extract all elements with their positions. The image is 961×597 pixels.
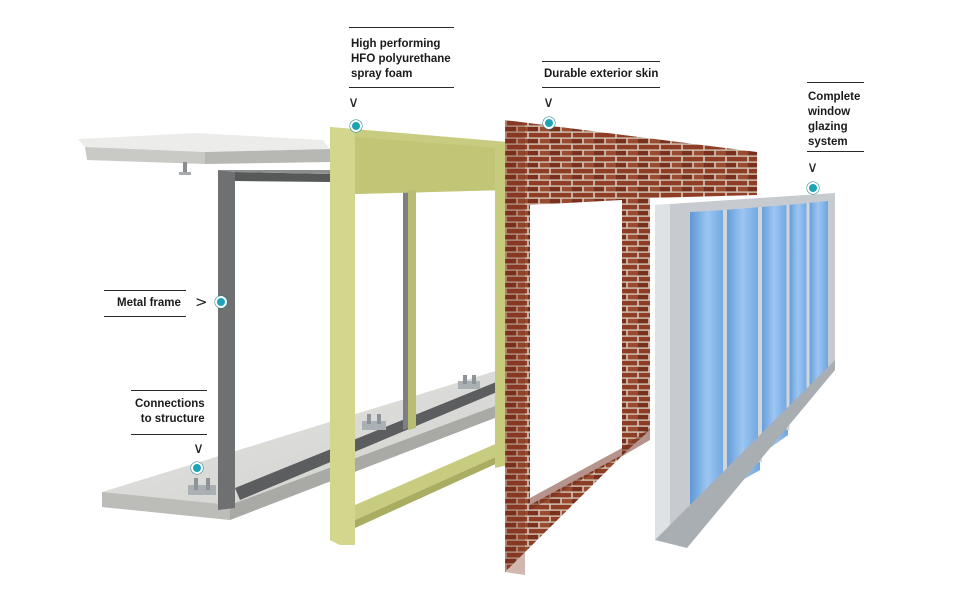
callout-metal-top-rule <box>104 290 186 291</box>
callout-foam-label: High performing HFO polyurethane spray f… <box>351 38 451 80</box>
chevron-down-icon: ∨ <box>543 93 554 111</box>
callout-foam: High performing HFO polyurethane spray f… <box>349 27 454 97</box>
callout-dot-icon <box>191 462 203 474</box>
brick-exterior-skin <box>505 120 757 575</box>
callout-connections: Connections to structure <box>131 390 207 436</box>
upper-concrete-slab <box>78 133 330 175</box>
callout-metal-bottom-rule <box>104 316 186 317</box>
callout-connections-bottom-rule <box>131 434 207 435</box>
chevron-down-icon: ∨ <box>193 439 204 457</box>
callout-skin-top-rule <box>542 61 660 62</box>
chevron-down-icon: ∨ <box>348 93 359 111</box>
callout-dot-icon <box>543 117 555 129</box>
callout-skin: Durable exterior skin <box>542 61 660 89</box>
callout-foam-top-rule <box>349 27 454 28</box>
callout-foam-bottom-rule <box>349 87 454 88</box>
callout-glazing-bottom-rule <box>807 151 864 152</box>
callout-dot-icon <box>807 182 819 194</box>
callout-skin-bottom-rule <box>542 87 660 88</box>
window-glazing-system <box>655 193 835 548</box>
callout-metal: Metal frame <box>104 290 186 318</box>
callout-metal-label: Metal frame <box>117 297 181 309</box>
callout-connections-top-rule <box>131 390 207 391</box>
chevron-down-icon: ∨ <box>807 158 818 176</box>
callout-dot-icon <box>215 296 227 308</box>
callout-dot-icon <box>350 120 362 132</box>
chevron-right-icon: > <box>195 293 208 311</box>
clip-2 <box>362 414 386 430</box>
callout-glazing-top-rule <box>807 82 864 83</box>
clip-3 <box>458 375 480 389</box>
callout-glazing: Complete window glazing system <box>807 82 864 154</box>
callout-skin-label: Durable exterior skin <box>544 68 659 80</box>
clip-1 <box>188 478 216 495</box>
callout-glazing-label: Complete window glazing system <box>808 91 861 148</box>
callout-connections-label: Connections to structure <box>135 398 205 425</box>
